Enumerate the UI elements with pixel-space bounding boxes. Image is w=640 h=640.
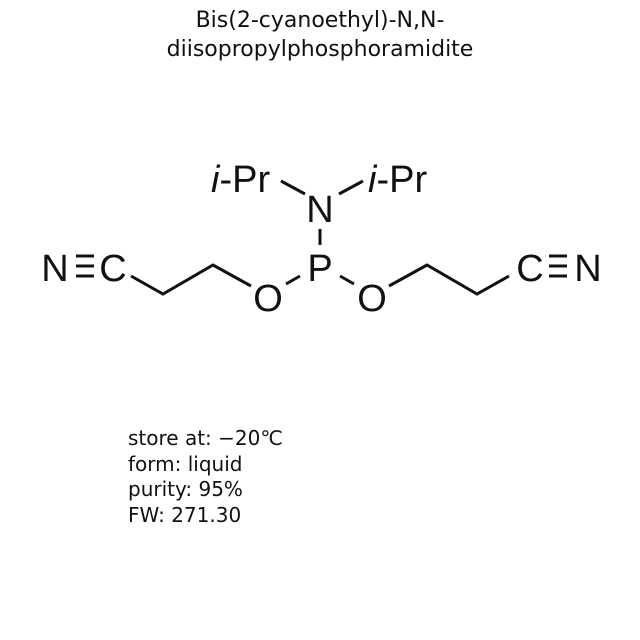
purity: purity: 95%	[128, 477, 243, 501]
storage-temperature: store at: −20℃	[128, 426, 283, 450]
bond-p-o-right	[339, 274, 355, 286]
bonds	[76, 179, 567, 296]
compound-name-line-1: Bis(2-cyanoethyl)-N,N-	[195, 8, 445, 33]
physical-form: form: liquid	[128, 451, 243, 476]
ipr-left-label: i-Pr	[211, 159, 270, 201]
formula-weight: FW: 271.30	[128, 502, 242, 527]
atom-n-nitrile-left: N	[41, 248, 68, 290]
atom-c-nitrile-left: C	[99, 248, 126, 290]
compound-name-line-2: diisopropylphosphoramidite	[166, 37, 474, 62]
bond-chain-left	[130, 263, 252, 296]
bond-ipr-left-n	[280, 179, 306, 196]
atom-n-amine: N	[306, 189, 333, 231]
compound-name: Bis(2-cyanoethyl)-N,N- diisopropylphosph…	[0, 6, 640, 64]
ipr-right-label: i-Pr	[368, 159, 427, 201]
atom-o-right: O	[357, 278, 387, 320]
atom-p: P	[307, 248, 332, 290]
bond-chain-right	[388, 263, 510, 296]
product-info: store at: −20℃ form: liquid purity: 95% …	[128, 426, 283, 528]
atom-c-nitrile-right: C	[516, 248, 543, 290]
atom-o-left: O	[253, 278, 283, 320]
bond-p-o-left	[285, 274, 301, 286]
bond-n-ipr-right	[338, 179, 364, 196]
atom-n-nitrile-right: N	[574, 248, 601, 290]
